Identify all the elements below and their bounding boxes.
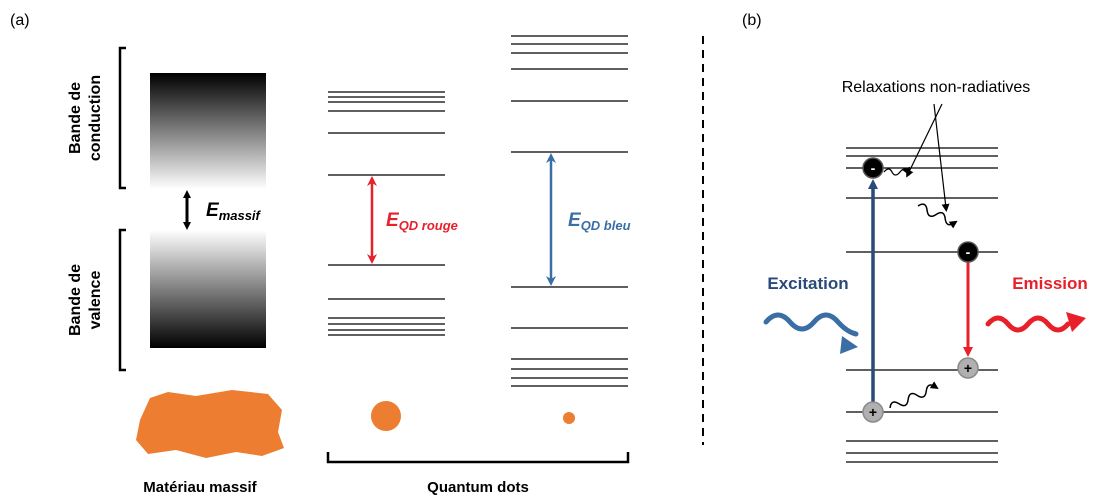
svg-text:-: - [871, 160, 876, 176]
relaxation-wave-3 [889, 381, 939, 409]
bulk-material-shape [136, 390, 284, 458]
valence-bracket [118, 228, 126, 372]
quantum-dots-caption: Quantum dots [427, 479, 529, 495]
bulk-gap-label: Emassif [206, 200, 262, 223]
electron-lower: - [957, 241, 979, 263]
conduction-label-line1: Bande de [67, 82, 84, 154]
red-qd-levels [328, 91, 445, 336]
relaxation-label: Relaxations non-radiatives [842, 79, 1031, 96]
blue-qd-levels [511, 35, 628, 387]
relaxation-pointer-1 [906, 103, 943, 178]
conduction-band-label: Bande de conduction [67, 75, 104, 161]
relaxation-wave-2 [917, 203, 958, 229]
excitation-label: Excitation [767, 274, 848, 293]
valence-label-line2: valence [87, 271, 104, 330]
emission-photon-arrowhead [1066, 312, 1086, 332]
panel-a-label: (a) [10, 12, 30, 29]
blue-qd-gap-label: EQD bleu [568, 210, 631, 233]
conduction-label-line2: conduction [87, 75, 104, 161]
blue-qd-dot [563, 412, 575, 424]
svg-text:+: + [869, 404, 877, 420]
red-qd-dot [371, 401, 401, 431]
conduction-bracket [118, 46, 126, 190]
svg-text:-: - [966, 244, 971, 260]
electron-upper: - [862, 157, 884, 179]
conduction-band-block [150, 73, 266, 189]
quantum-dots-bracket [326, 452, 630, 464]
relaxation-wave-1 [883, 166, 910, 176]
hole-upper: + [957, 357, 979, 379]
valence-band-block [150, 230, 266, 348]
hole-lower: + [862, 401, 884, 423]
emission-label: Emission [1012, 274, 1088, 293]
red-qd-gap-label: EQD rouge [386, 210, 458, 233]
panel-b-label: (b) [742, 12, 762, 29]
excitation-photon-wave [763, 312, 859, 337]
valence-band-label: Bande de valence [67, 264, 104, 336]
excitation-photon-arrowhead [840, 336, 858, 354]
svg-text:+: + [964, 360, 972, 376]
emission-photon-wave [985, 315, 1071, 333]
valence-label-line1: Bande de [67, 264, 84, 336]
bulk-material-caption: Matériau massif [143, 479, 257, 495]
